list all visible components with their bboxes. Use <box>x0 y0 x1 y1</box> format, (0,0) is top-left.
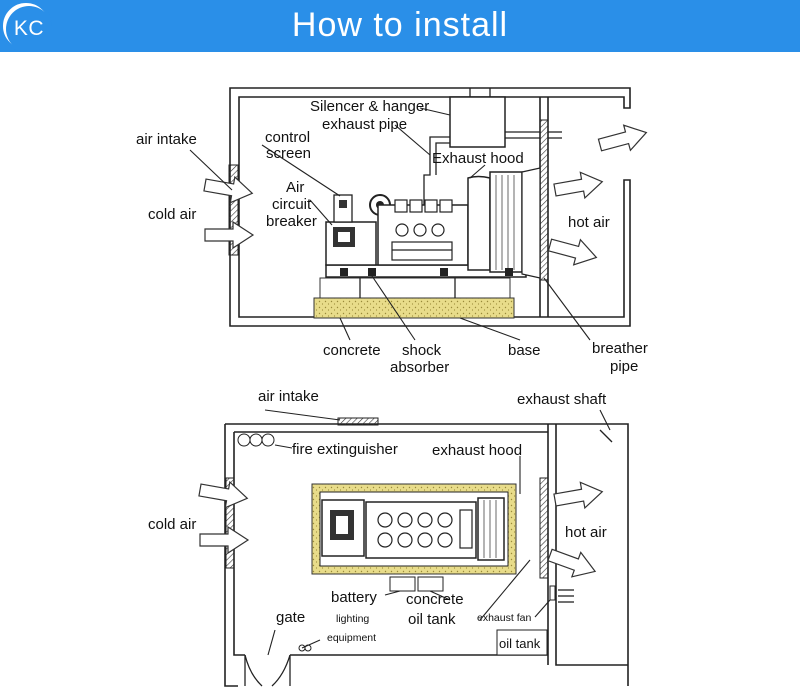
bottom-room <box>197 417 629 687</box>
label-exhaust-pipe: exhaust pipe <box>322 116 407 133</box>
label-exhaust-shaft: exhaust shaft <box>517 391 607 408</box>
label-concrete-2: concrete <box>406 591 464 608</box>
label-hot-air-2: hot air <box>565 524 607 541</box>
label-air-breaker-2: circuit <box>272 196 312 213</box>
label-shock-1: shock <box>402 342 442 359</box>
label-exhaust-hood-2: exhaust hood <box>432 442 522 459</box>
label-air-intake-2: air intake <box>258 388 319 405</box>
label-exhaust-hood: Exhaust hood <box>432 150 524 167</box>
top-room <box>202 87 651 327</box>
installation-diagram: Silencer & hanger exhaust pipe Exhaust h… <box>136 87 651 687</box>
label-cold-air-2: cold air <box>148 516 196 533</box>
label-air-breaker-3: breaker <box>266 213 317 230</box>
label-hot-air: hot air <box>568 214 610 231</box>
logo-text: KC <box>6 6 52 52</box>
top-leader-lines <box>189 107 591 341</box>
label-air-intake: air intake <box>136 131 197 148</box>
label-oil-tank-box: oil tank <box>499 636 541 651</box>
label-control-screen-2: screen <box>266 145 311 162</box>
label-control-screen-1: control <box>265 129 310 146</box>
label-fire-extinguisher: fire extinguisher <box>292 441 398 458</box>
label-gate: gate <box>276 609 305 626</box>
label-oil-tank: oil tank <box>408 611 456 628</box>
label-air-breaker-1: Air <box>286 179 304 196</box>
brand-logo: KC <box>0 0 52 52</box>
label-silencer: Silencer & hanger <box>310 98 429 115</box>
label-breather-1: breather <box>592 340 648 357</box>
label-lighting-2: equipment <box>327 632 376 644</box>
label-breather-2: pipe <box>610 358 638 375</box>
label-battery: battery <box>331 589 377 606</box>
label-shock-2: absorber <box>390 359 449 376</box>
label-base: base <box>508 342 541 359</box>
label-cold-air: cold air <box>148 206 196 223</box>
label-exhaust-fan: exhaust fan <box>477 612 531 624</box>
label-lighting-1: lighting <box>336 613 369 625</box>
header-bar: KC How to install <box>0 0 800 52</box>
label-concrete: concrete <box>323 342 381 359</box>
bottom-leader-lines <box>264 409 611 656</box>
page-title: How to install <box>291 6 509 44</box>
